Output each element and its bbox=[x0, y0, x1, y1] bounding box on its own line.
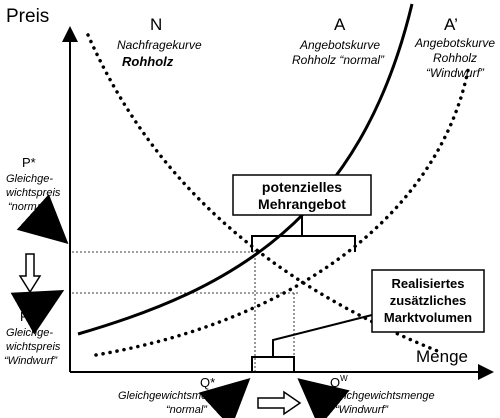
arrow-p-star-icon bbox=[16, 194, 69, 245]
bracket-realized-volume bbox=[251, 314, 373, 372]
label-a2-line1: Angebotskurve bbox=[414, 36, 495, 50]
label-q-w-line2: “Windwurf” bbox=[335, 404, 389, 416]
box-realized-volume bbox=[371, 269, 485, 333]
bracket-potential-supply bbox=[251, 215, 356, 252]
label-p-star-line3: “normal” bbox=[8, 201, 50, 213]
supply-curve-a bbox=[77, 3, 414, 336]
box-realized-line3: Marktvolumen bbox=[384, 310, 472, 325]
label-a-line1: Angebotskurve bbox=[299, 38, 380, 52]
label-n-line1: Nachfragekurve bbox=[117, 38, 202, 52]
box-potential-supply bbox=[232, 174, 372, 216]
label-a2-letter: A’ bbox=[444, 15, 458, 34]
hollow-right-arrow-icon bbox=[257, 390, 302, 416]
label-q-star-line2: “normal” bbox=[166, 404, 208, 416]
y-axis-label: Preis bbox=[6, 6, 49, 27]
label-p-w-line2: wichtspreis bbox=[6, 341, 61, 353]
label-q-star-line1: Gleichgewichtsmenge bbox=[118, 390, 226, 402]
box-potential-line2: Mehrangebot bbox=[258, 196, 346, 212]
label-q-w: QW bbox=[330, 374, 348, 390]
arrow-q-star-icon bbox=[198, 377, 251, 418]
label-a-line2: Rohholz “normal” bbox=[292, 53, 385, 67]
box-realized-line2: zusätzliches bbox=[390, 293, 467, 308]
label-a-letter: A bbox=[334, 15, 346, 34]
demand-curve-n bbox=[86, 33, 442, 354]
x-axis-label: Menge bbox=[416, 347, 468, 366]
arrow-q-w-icon bbox=[297, 378, 350, 418]
label-a2-line2: Rohholz bbox=[433, 51, 477, 65]
supply-curve-a-prime bbox=[94, 68, 470, 357]
label-q-w-line1: Gleichgewichtsmenge bbox=[327, 390, 435, 402]
label-a2-line3: “Windwurf” bbox=[426, 66, 485, 80]
box-realized-line1: Realisiertes bbox=[392, 276, 465, 291]
arrow-p-w-icon bbox=[10, 290, 65, 335]
label-q-star: Q* bbox=[200, 375, 215, 390]
hollow-down-arrow-icon bbox=[18, 253, 42, 294]
label-p-w-line1: Gleichge- bbox=[6, 327, 53, 339]
label-p-star-line1: Gleichge- bbox=[6, 173, 53, 185]
label-p-star-line2: wichtspreis bbox=[6, 187, 61, 199]
label-n-line2: Rohholz bbox=[122, 54, 174, 69]
label-p-star: P* bbox=[22, 155, 36, 170]
label-n-letter: N bbox=[150, 15, 162, 34]
label-p-w-line3: “Windwurf” bbox=[4, 355, 58, 367]
label-p-w: PW bbox=[20, 308, 37, 324]
box-potential-line1: potenzielles bbox=[262, 179, 342, 195]
